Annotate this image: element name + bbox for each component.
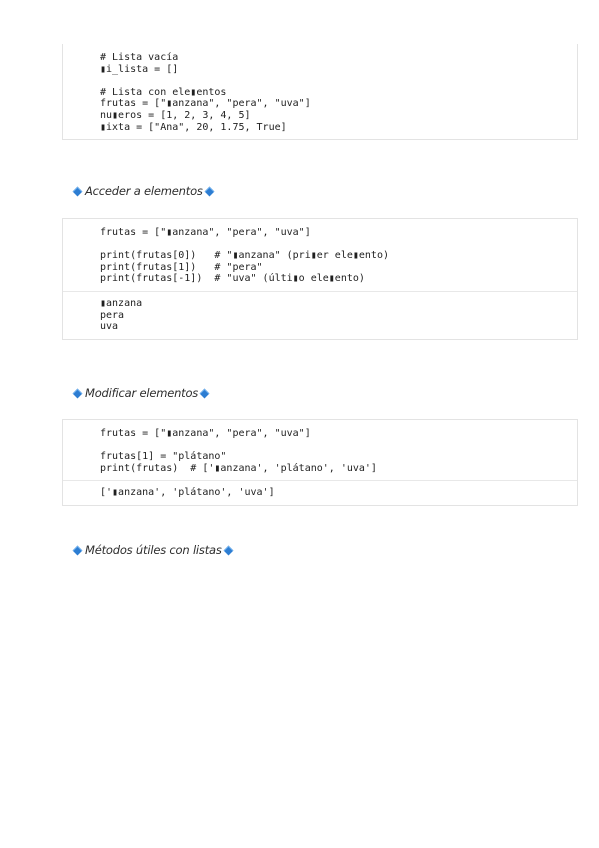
code-line: nu▮eros = [1, 2, 3, 4, 5] <box>100 109 251 121</box>
section-heading-modify: Modificar elementos <box>71 386 212 400</box>
code-line: print(frutas[0]) # "▮anzana" (pri▮er ele… <box>100 250 389 262</box>
code-output: ▮anzana pera uva <box>63 290 577 339</box>
code-line <box>100 75 577 87</box>
code-line: print(frutas[-1]) # "uva" (últi▮o ele▮en… <box>100 273 365 285</box>
code-input: frutas = ["▮anzana", "pera", "uva"] frut… <box>63 420 577 480</box>
blue-diamond-icon <box>72 186 83 196</box>
code-line: frutas = ["▮anzana", "pera", "uva"] <box>100 428 311 439</box>
code-line <box>100 239 577 251</box>
code-line <box>100 440 577 452</box>
code-output: ['▮anzana', 'plátano', 'uva'] <box>63 480 577 505</box>
code-line: ▮ixta = ["Ana", 20, 1.75, True] <box>100 121 287 133</box>
blue-diamond-icon <box>72 388 83 398</box>
code-cell-list-creation: # Lista vacía ▮i_lista = [] # Lista con … <box>62 44 578 141</box>
code-line: frutas = ["▮anzana", "pera", "uva"] <box>100 98 311 110</box>
output-line: pera <box>100 309 125 321</box>
section-heading-access: Acceder a elementos <box>71 184 217 198</box>
code-line: print(frutas) # ['▮anzana', 'plátano', '… <box>100 462 377 474</box>
code-input: frutas = ["▮anzana", "pera", "uva"] prin… <box>63 219 577 291</box>
blue-diamond-icon <box>199 388 210 398</box>
section-heading-text: Acceder a elementos <box>85 184 203 198</box>
output-line: ['▮anzana', 'plátano', 'uva'] <box>100 487 275 499</box>
code-line: print(frutas[1]) # "pera" <box>100 261 263 273</box>
code-line: ▮i_lista = [] <box>100 63 179 75</box>
code-line: # Lista con ele▮entos <box>100 86 227 98</box>
section-heading-methods: Métodos útiles con listas <box>71 543 236 557</box>
code-cell-modify-elements: frutas = ["▮anzana", "pera", "uva"] frut… <box>62 419 578 506</box>
output-line: uva <box>100 321 119 333</box>
code-line: frutas = ["▮anzana", "pera", "uva"] <box>100 227 311 238</box>
blue-diamond-icon <box>72 545 83 555</box>
blue-diamond-icon <box>204 186 215 196</box>
code-cell-access-elements: frutas = ["▮anzana", "pera", "uva"] prin… <box>62 218 578 340</box>
code-line: # Lista vacía <box>100 52 179 63</box>
code-line: frutas[1] = "plátano" <box>100 451 227 463</box>
section-heading-text: Modificar elementos <box>85 386 199 400</box>
output-line: ▮anzana <box>100 297 143 309</box>
code-input: # Lista vacía ▮i_lista = [] # Lista con … <box>63 44 577 139</box>
section-heading-text: Métodos útiles con listas <box>85 543 222 557</box>
blue-diamond-icon <box>223 545 234 555</box>
